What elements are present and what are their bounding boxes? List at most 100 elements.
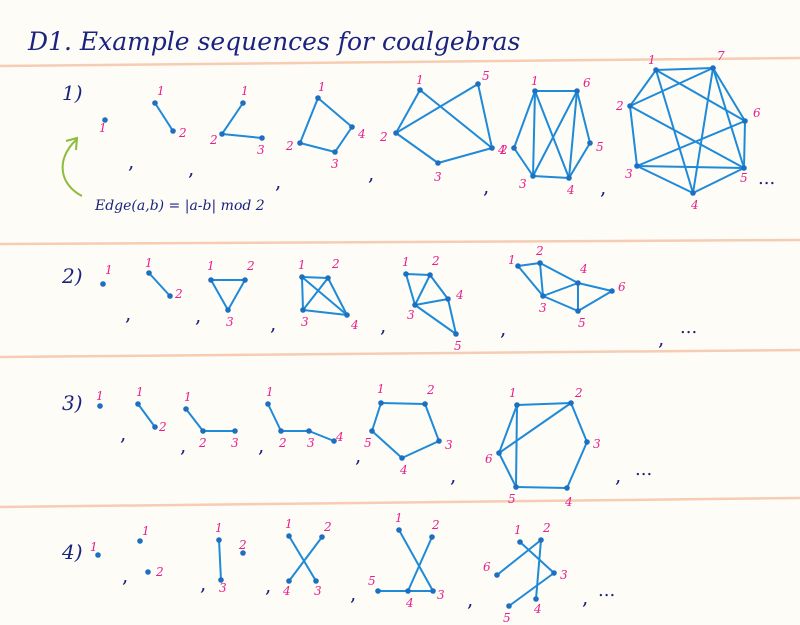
graph-edge — [496, 539, 542, 576]
graph-edge — [568, 142, 591, 179]
graph-edge — [577, 282, 613, 292]
graph-edge — [519, 541, 555, 574]
graph-edge — [419, 89, 493, 149]
graph-vertex — [435, 160, 441, 166]
graph-edge — [636, 165, 745, 169]
graph-edge — [498, 402, 572, 454]
divider-rule — [0, 56, 800, 68]
graph-edge — [301, 276, 304, 311]
green-arrow — [61, 139, 83, 197]
vertex-label: 5 — [740, 171, 748, 185]
graph-edge — [692, 67, 714, 194]
graph-vertex — [319, 534, 325, 540]
vertex-label: 2 — [323, 520, 332, 534]
graph-vertex — [265, 401, 271, 407]
sequence-comma: , — [128, 149, 134, 173]
vertex-label: 3 — [407, 308, 415, 322]
graph-vertex — [627, 103, 633, 109]
graph-edge — [577, 290, 613, 312]
graph: 123 — [215, 521, 247, 595]
vertex-label: 6 — [583, 76, 591, 90]
graph-vertex — [403, 271, 409, 277]
graph-vertex — [653, 67, 659, 73]
graph-edge — [515, 404, 518, 488]
sequence-comma: , — [380, 313, 386, 337]
divider-rules — [0, 56, 800, 509]
graph-edge — [407, 536, 433, 592]
graph-edge — [712, 67, 745, 169]
sequence-comma: , — [200, 571, 206, 595]
sequence-comma: , — [355, 443, 361, 467]
graph-vertex — [259, 135, 265, 141]
sequence-comma: , — [500, 316, 506, 340]
graph-vertex — [430, 588, 436, 594]
graph-vertex — [445, 296, 451, 302]
vertex-label: 4 — [335, 430, 344, 444]
graph-vertex — [97, 403, 103, 409]
graph-edge — [221, 133, 263, 139]
graph-edge — [655, 67, 714, 71]
vertex-label: 4 — [455, 288, 464, 302]
vertex-label: 1 — [266, 385, 274, 399]
graph-vertex — [152, 424, 158, 430]
graph-vertex — [218, 577, 224, 583]
graph-vertex — [575, 308, 581, 314]
edge-formula: Edge(a,b) = |a-b| mod 2 — [94, 198, 265, 214]
graph: 1 — [99, 117, 108, 135]
graph-edge — [148, 272, 171, 297]
graph-edge — [371, 430, 403, 459]
vertex-label: 2 — [542, 521, 551, 535]
graph-vertex — [344, 312, 350, 318]
vertex-label: 4 — [350, 318, 359, 332]
graph-edge — [154, 102, 174, 132]
vertex-label: 1 — [377, 382, 385, 396]
graph-edge — [517, 265, 544, 297]
continuation-ellipsis: ... — [635, 459, 652, 480]
vertex-label: 2 — [431, 254, 440, 268]
graph-vertex — [742, 118, 748, 124]
vertex-label: 5 — [503, 611, 511, 625]
vertex-label: 5 — [454, 339, 462, 353]
graph-edge — [395, 89, 421, 134]
vertex-label: 2 — [615, 99, 624, 113]
graph-vertex — [511, 145, 517, 151]
graph-edge — [414, 298, 449, 306]
vertex-label: 3 — [307, 436, 315, 450]
vertex-label: 3 — [625, 167, 633, 181]
sequence-comma: , — [275, 169, 281, 193]
graph-vertex — [427, 272, 433, 278]
vertex-label: 1 — [157, 84, 165, 98]
graph-vertex — [146, 270, 152, 276]
graph-edge — [508, 572, 555, 607]
graph-vertex — [532, 88, 538, 94]
graph-vertex — [306, 428, 312, 434]
graph-edge — [576, 90, 591, 144]
graph-edge — [498, 404, 518, 454]
graph-vertex — [369, 428, 375, 434]
graph-edge — [513, 90, 536, 149]
vertex-label: 3 — [231, 436, 239, 450]
graph-edge — [317, 97, 353, 128]
graph-vertex — [710, 65, 716, 71]
vertex-label: 4 — [282, 584, 291, 598]
vertex-label: 1 — [648, 53, 656, 67]
vertex-label: 3 — [593, 437, 601, 451]
row-label: 1) — [62, 81, 83, 105]
graph-vertex — [540, 293, 546, 299]
sequence-comma: , — [188, 156, 194, 180]
sequence-comma: , — [258, 433, 264, 457]
graph-vertex — [429, 534, 435, 540]
graph-edge — [405, 273, 431, 276]
graph-vertex — [378, 400, 384, 406]
graph-vertex — [102, 117, 108, 123]
graph-edge — [477, 83, 493, 149]
graph-vertex — [537, 260, 543, 266]
graph-vertex — [300, 307, 306, 313]
vertex-label: 5 — [508, 492, 516, 506]
vertex-label: 1 — [416, 73, 424, 87]
graph-edge — [301, 276, 329, 279]
vertex-label: 2 — [426, 383, 435, 397]
